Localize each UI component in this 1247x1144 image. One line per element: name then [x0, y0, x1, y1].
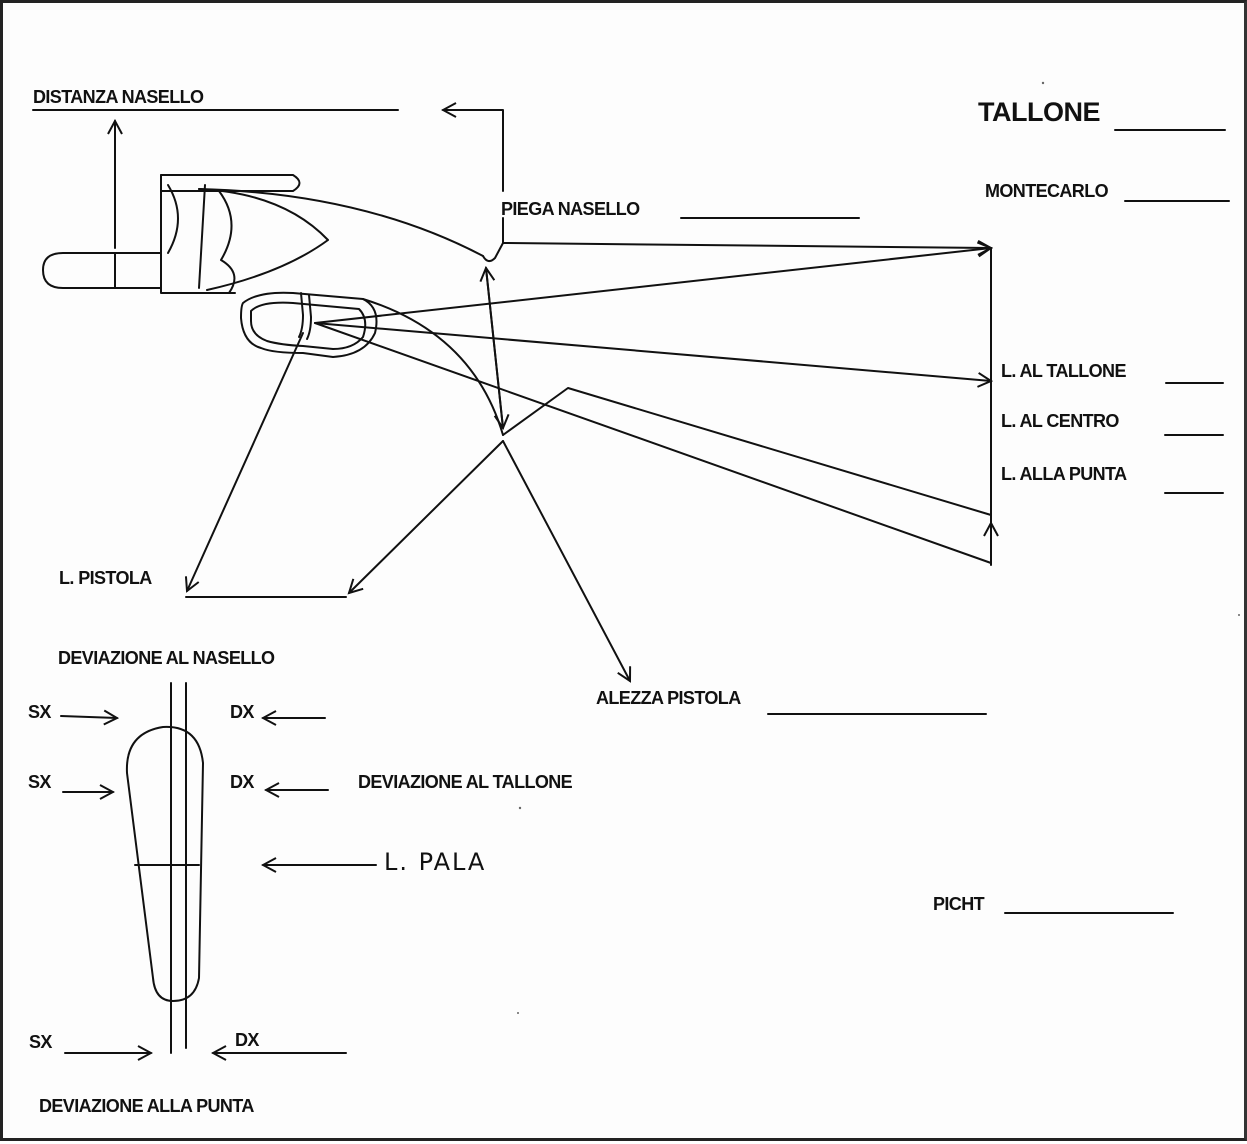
distanza-nasello-label: DISTANZA NASELLO [33, 87, 204, 107]
deviazione-alla-punta-label: DEVIAZIONE ALLA PUNTA [39, 1096, 254, 1116]
sx-tallone-label: SX [28, 772, 51, 792]
dx-punta-label: DX [235, 1030, 259, 1050]
picht-label: PICHT [933, 894, 985, 914]
dx-tallone-label: DX [230, 772, 254, 792]
deviation-arrows [60, 716, 377, 1053]
stock-top-view [125, 682, 204, 1054]
l-pistola-label: L. PISTOLA [59, 568, 152, 588]
l-alla-punta-label: L. ALLA PUNTA [1001, 464, 1127, 484]
answer-blanks [680, 129, 1230, 914]
paper-specks [517, 81, 1240, 1014]
l-pala-label: L. PALA [384, 848, 487, 876]
alezza-pistola-label: ALEZZA PISTOLA [596, 688, 741, 708]
gun-outline [42, 174, 992, 566]
deviazione-al-tallone-label: DEVIAZIONE AL TALLONE [358, 772, 573, 792]
sx-nasello-label: SX [28, 702, 51, 722]
dx-nasello-label: DX [230, 702, 254, 722]
piega-nasello-label: PIEGA NASELLO [501, 199, 640, 219]
stock-measurement-diagram [32, 81, 1240, 1144]
measurement-lines [32, 110, 991, 681]
l-al-centro-label: L. AL CENTRO [1001, 411, 1119, 431]
deviazione-al-nasello-label: DEVIAZIONE AL NASELLO [58, 648, 275, 668]
sx-punta-label: SX [29, 1032, 52, 1052]
tallone-title: TALLONE [978, 97, 1100, 127]
l-al-tallone-label: L. AL TALLONE [1001, 361, 1126, 381]
montecarlo-label: MONTECARLO [985, 181, 1109, 201]
